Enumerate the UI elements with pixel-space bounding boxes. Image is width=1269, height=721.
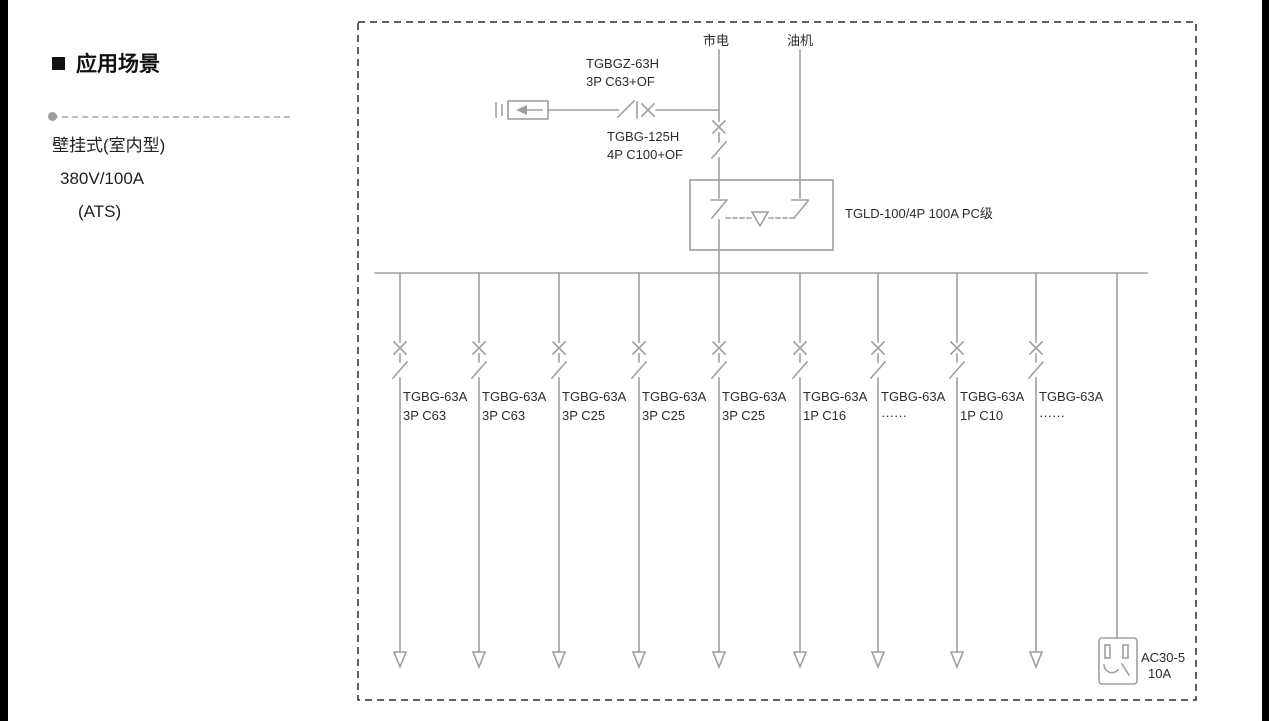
feeder-model-3: TGBG-63A — [562, 389, 627, 404]
section-heading: 应用场景 — [52, 48, 304, 78]
branch-breaker-model: TGBGZ-63H — [586, 56, 659, 71]
ats-type-text: (ATS) — [78, 202, 122, 221]
main-breaker-model: TGBG-125H — [607, 129, 679, 144]
right-edge-bar — [1262, 0, 1269, 721]
main-breaker-spec: 4P C100+OF — [607, 147, 683, 162]
socket-rating-label: 10A — [1148, 666, 1171, 681]
feeder-model-1: TGBG-63A — [403, 389, 468, 404]
feeder-model-7: TGBG-63A — [881, 389, 946, 404]
feeder-model-8: TGBG-63A — [960, 389, 1025, 404]
mount-type-text: 壁挂式(室内型) — [52, 136, 166, 155]
ats-switch-symbol — [689, 179, 834, 274]
feeder-spec-6: 1P C16 — [803, 408, 846, 423]
branch-breaker-spec: 3P C63+OF — [586, 74, 655, 89]
feeder-spec-1: 3P C63 — [403, 408, 446, 423]
feeder-line-4 — [631, 272, 647, 668]
mains-label: 市电 — [703, 33, 729, 48]
feeder-lines — [392, 272, 1044, 668]
square-bullet-icon — [52, 56, 65, 70]
left-arrow-icon — [516, 105, 527, 115]
feeder-model-9: TGBG-63A — [1039, 389, 1104, 404]
feeder-line-9 — [1028, 272, 1044, 668]
left-edge-bar — [0, 0, 8, 721]
feeder-labels: TGBG-63A 3P C63 TGBG-63A 3P C63 TGBG-63A… — [403, 389, 1104, 423]
feeder-spec-2: 3P C63 — [482, 408, 525, 423]
feeder-spec-8: 1P C10 — [960, 408, 1003, 423]
surge-branch-symbol — [495, 99, 720, 120]
diagram-border — [357, 21, 1197, 701]
feeder-line-7 — [870, 272, 886, 668]
mains-incoming-line — [710, 49, 728, 181]
ats-label: TGLD-100/4P 100A PC级 — [845, 206, 993, 221]
socket-icon — [1098, 637, 1138, 685]
feeder-model-2: TGBG-63A — [482, 389, 547, 404]
dashed-divider — [48, 112, 290, 121]
generator-label: 油机 — [787, 33, 813, 48]
feeder-line-3 — [551, 272, 567, 668]
feeder-line-5 — [711, 272, 727, 668]
feeder-line-8 — [949, 272, 965, 668]
feeder-model-5: TGBG-63A — [722, 389, 787, 404]
feeder-model-4: TGBG-63A — [642, 389, 707, 404]
feeder-spec-7: ······ — [881, 408, 907, 423]
ats-triangle-icon — [750, 211, 770, 228]
application-scenario-panel: 应用场景 壁挂式(室内型) 380V/100A (ATS) — [48, 48, 304, 222]
feeder-line-1 — [392, 272, 408, 668]
feeder-line-2 — [471, 272, 487, 668]
feeder-spec-4: 3P C25 — [642, 408, 685, 423]
feeder-spec-9: ······ — [1039, 408, 1065, 423]
feeder-model-6: TGBG-63A — [803, 389, 868, 404]
feeder-line-6 — [792, 272, 808, 668]
voltage-rating-text: 380V/100A — [60, 169, 145, 188]
socket-branch — [1098, 272, 1138, 685]
feeder-spec-5: 3P C25 — [722, 408, 765, 423]
socket-model-label: AC30-5 — [1141, 650, 1185, 665]
ats-box — [689, 179, 834, 251]
feeder-spec-3: 3P C25 — [562, 408, 605, 423]
section-heading-text: 应用场景 — [76, 53, 160, 76]
